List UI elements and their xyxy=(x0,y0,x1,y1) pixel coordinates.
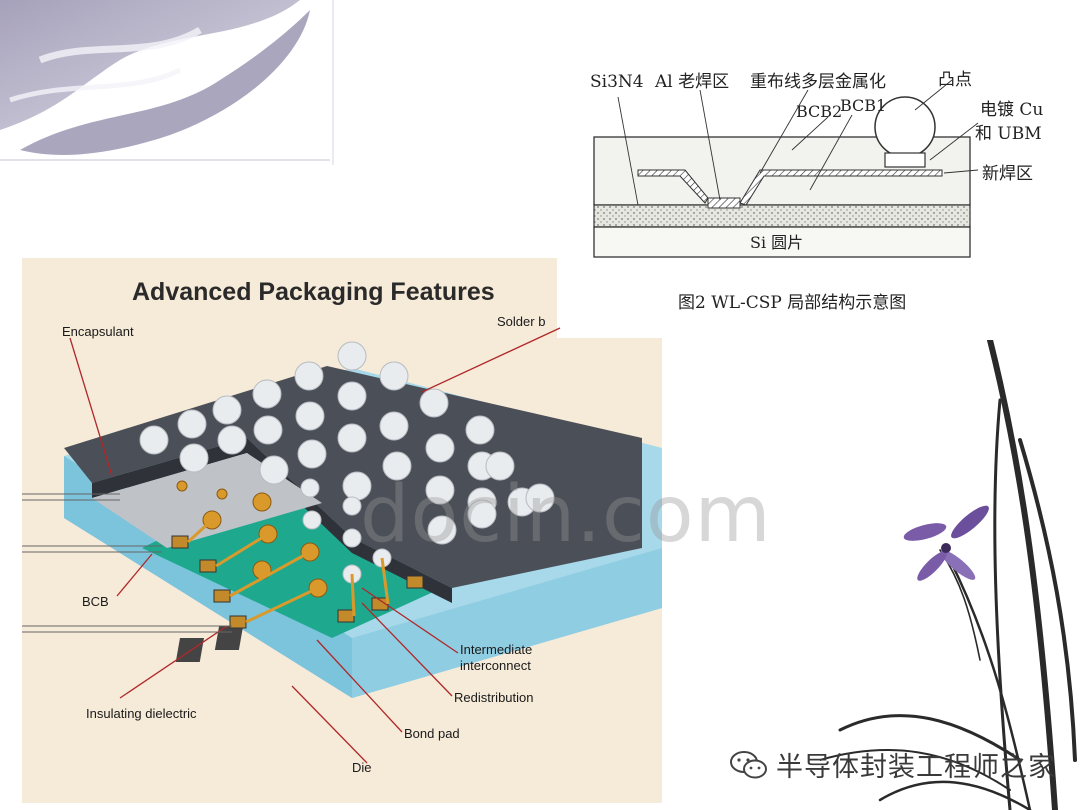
si3n4-label: Si3N4 xyxy=(590,72,644,92)
orchid-painting xyxy=(820,340,1077,810)
solder-bump-label: Solder b xyxy=(497,314,545,329)
al-pad-label: Al 老焊区 xyxy=(654,72,729,92)
bump-label: 凸点 xyxy=(938,70,972,90)
plating-label: 电镀 Cu xyxy=(980,100,1043,120)
brand-text: 半导体封装工程师之家 xyxy=(776,752,1056,783)
advanced-packaging-diagram: Advanced Packaging Features xyxy=(22,258,662,803)
intermediate-interconnect-label-line2: interconnect xyxy=(460,658,531,673)
bcb-label: BCB xyxy=(82,594,109,609)
insulating-dielectric-label: Insulating dielectric xyxy=(86,706,197,721)
intermediate-interconnect-label-line1: Intermediate xyxy=(460,642,532,657)
die-label: Die xyxy=(352,760,372,775)
watermark: docin.com xyxy=(360,470,772,560)
packaging-title: Advanced Packaging Features xyxy=(132,278,495,306)
wechat-icon xyxy=(730,750,767,778)
ubm-label: 和 UBM xyxy=(975,124,1042,144)
bcb1-label: BCB1 xyxy=(840,96,886,115)
redistribution-metal-label: 重布线多层金属化 xyxy=(750,72,886,92)
bcb2-label: BCB2 xyxy=(796,102,842,121)
decorative-swirl xyxy=(0,0,335,165)
wlcsp-caption: 图2 WL-CSP 局部结构示意图 xyxy=(678,293,906,313)
wlcsp-cross-section-diagram: Si3N4 Al 老焊区 重布线多层金属化 凸点 BCB2 BCB1 电镀 Cu… xyxy=(590,70,1043,313)
new-pad-label: 新焊区 xyxy=(982,164,1033,184)
brand-signature: 半导体封装工程师之家 xyxy=(730,745,1056,784)
bond-pad-label: Bond pad xyxy=(404,726,460,741)
wafer-label: Si 圆片 xyxy=(750,233,803,252)
redistribution-label: Redistribution xyxy=(454,690,534,705)
encapsulant-label: Encapsulant xyxy=(62,324,134,339)
orchid-flower xyxy=(903,505,989,581)
